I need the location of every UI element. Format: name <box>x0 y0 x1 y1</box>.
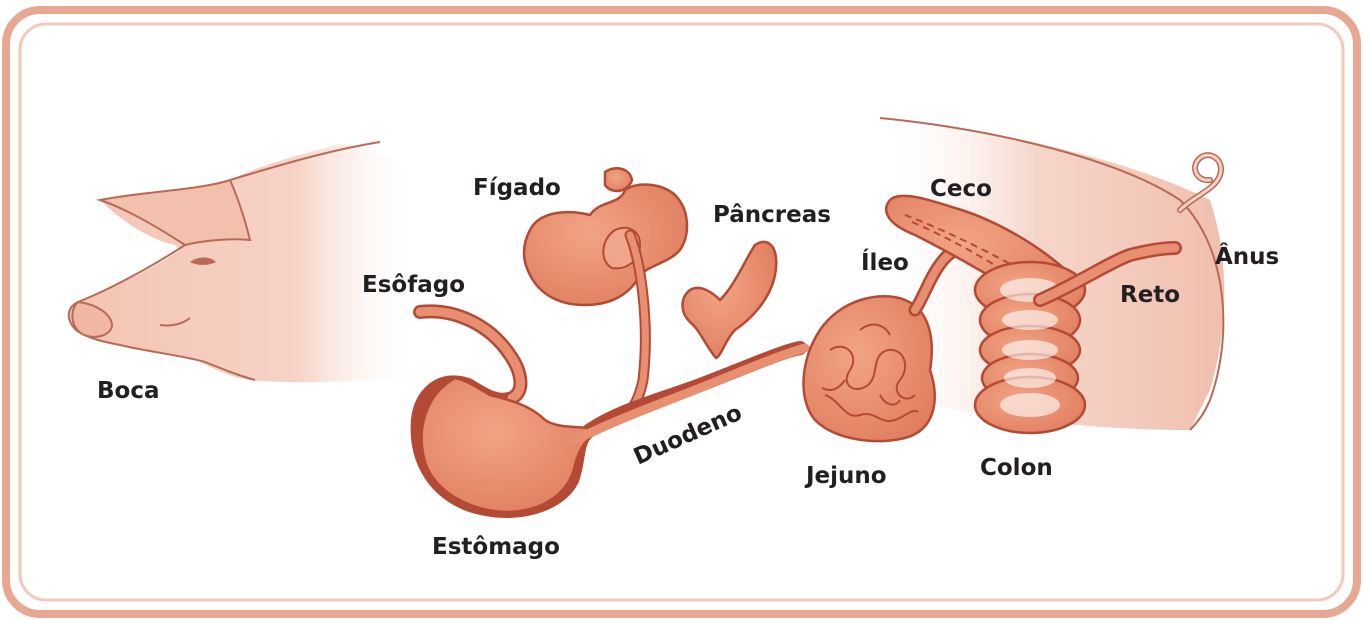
label-boca: Boca <box>97 378 160 404</box>
label-ileo: Íleo <box>861 248 909 276</box>
jejunum-organ <box>804 296 935 441</box>
label-jejuno: Jejuno <box>804 463 887 489</box>
label-pancreas: Pâncreas <box>713 202 831 228</box>
pig-head <box>69 142 420 382</box>
pancreas-organ <box>683 242 777 358</box>
label-anus: Ânus <box>1215 242 1279 270</box>
label-ceco: Ceco <box>930 176 992 202</box>
label-colon: Colon <box>980 455 1053 481</box>
label-figado: Fígado <box>473 175 561 201</box>
label-estomago: Estômago <box>432 534 560 560</box>
label-esofago: Esôfago <box>362 272 465 298</box>
label-reto: Reto <box>1120 282 1180 308</box>
esophagus-stomach <box>418 311 805 512</box>
